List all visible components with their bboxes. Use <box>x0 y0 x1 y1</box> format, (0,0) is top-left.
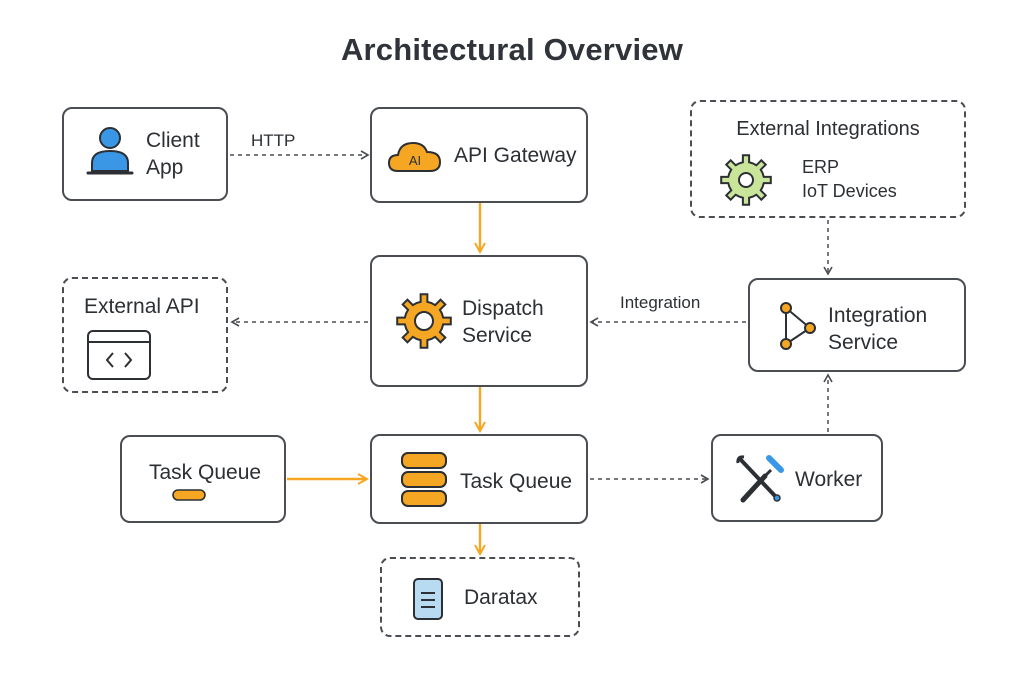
worker-label: Worker <box>795 468 863 491</box>
node-external-api[interactable]: External API <box>62 277 228 393</box>
task-queue-left-label: Task Queue <box>149 461 262 484</box>
external-integrations-title: External Integrations <box>736 118 920 140</box>
node-integration-service[interactable]: Integration Service <box>748 278 966 372</box>
node-task-queue-center[interactable]: Task Queue <box>370 434 588 524</box>
integration-service-label-line2: Service <box>828 331 899 354</box>
daratax-label: Daratax <box>464 586 538 609</box>
api-gateway-label: API Gateway <box>454 144 577 167</box>
node-task-queue-left[interactable]: Task Queue <box>120 435 286 523</box>
gear-icon <box>720 154 772 206</box>
page-title: Architectural Overview <box>340 32 684 67</box>
pill-icon <box>172 489 206 501</box>
edge-label-http: HTTP <box>251 131 296 150</box>
network-nodes-icon <box>780 302 816 350</box>
node-client-app[interactable]: Client App <box>62 107 228 201</box>
client-app-label-line2: App <box>146 156 184 179</box>
node-external-integrations[interactable]: External Integrations ERP IoT Devices <box>690 100 966 218</box>
node-worker[interactable]: Worker <box>711 434 883 522</box>
user-laptop-icon <box>86 127 134 175</box>
client-app-label-line1: Client <box>146 129 200 152</box>
integration-service-label-line1: Integration <box>828 304 928 327</box>
code-window-icon <box>87 330 151 380</box>
node-dispatch-service[interactable]: Dispatch Service <box>370 255 588 387</box>
node-api-gateway[interactable]: AI API Gateway <box>370 107 588 203</box>
dispatch-service-label-line2: Service <box>462 324 533 347</box>
external-integrations-item-iot: IoT Devices <box>802 181 897 201</box>
dispatch-service-label-line1: Dispatch <box>462 297 544 320</box>
tools-icon <box>736 455 784 503</box>
gear-icon <box>396 293 452 349</box>
external-api-label: External API <box>84 295 200 318</box>
task-queue-center-label: Task Queue <box>460 470 573 493</box>
edge-label-integration: Integration <box>620 293 701 312</box>
node-daratax[interactable]: Daratax <box>380 557 580 637</box>
external-integrations-item-erp: ERP <box>802 157 840 177</box>
document-icon <box>413 578 443 620</box>
cloud-icon: AI <box>387 141 442 172</box>
database-icon <box>401 452 447 507</box>
cloud-icon-text: AI <box>409 153 421 168</box>
